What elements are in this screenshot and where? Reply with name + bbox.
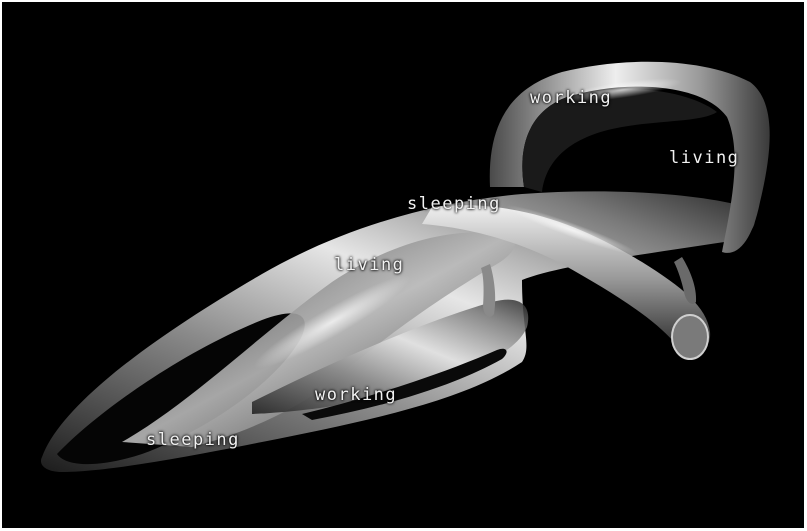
- label-sleeping-mid: sleeping: [407, 194, 501, 214]
- label-working-top: working: [530, 88, 612, 108]
- label-living-mid: living: [334, 255, 404, 275]
- label-living-right: living: [669, 148, 739, 168]
- label-sleeping-low: sleeping: [146, 430, 240, 450]
- label-working-low: working: [315, 385, 397, 405]
- tube-end-cap: [672, 315, 708, 359]
